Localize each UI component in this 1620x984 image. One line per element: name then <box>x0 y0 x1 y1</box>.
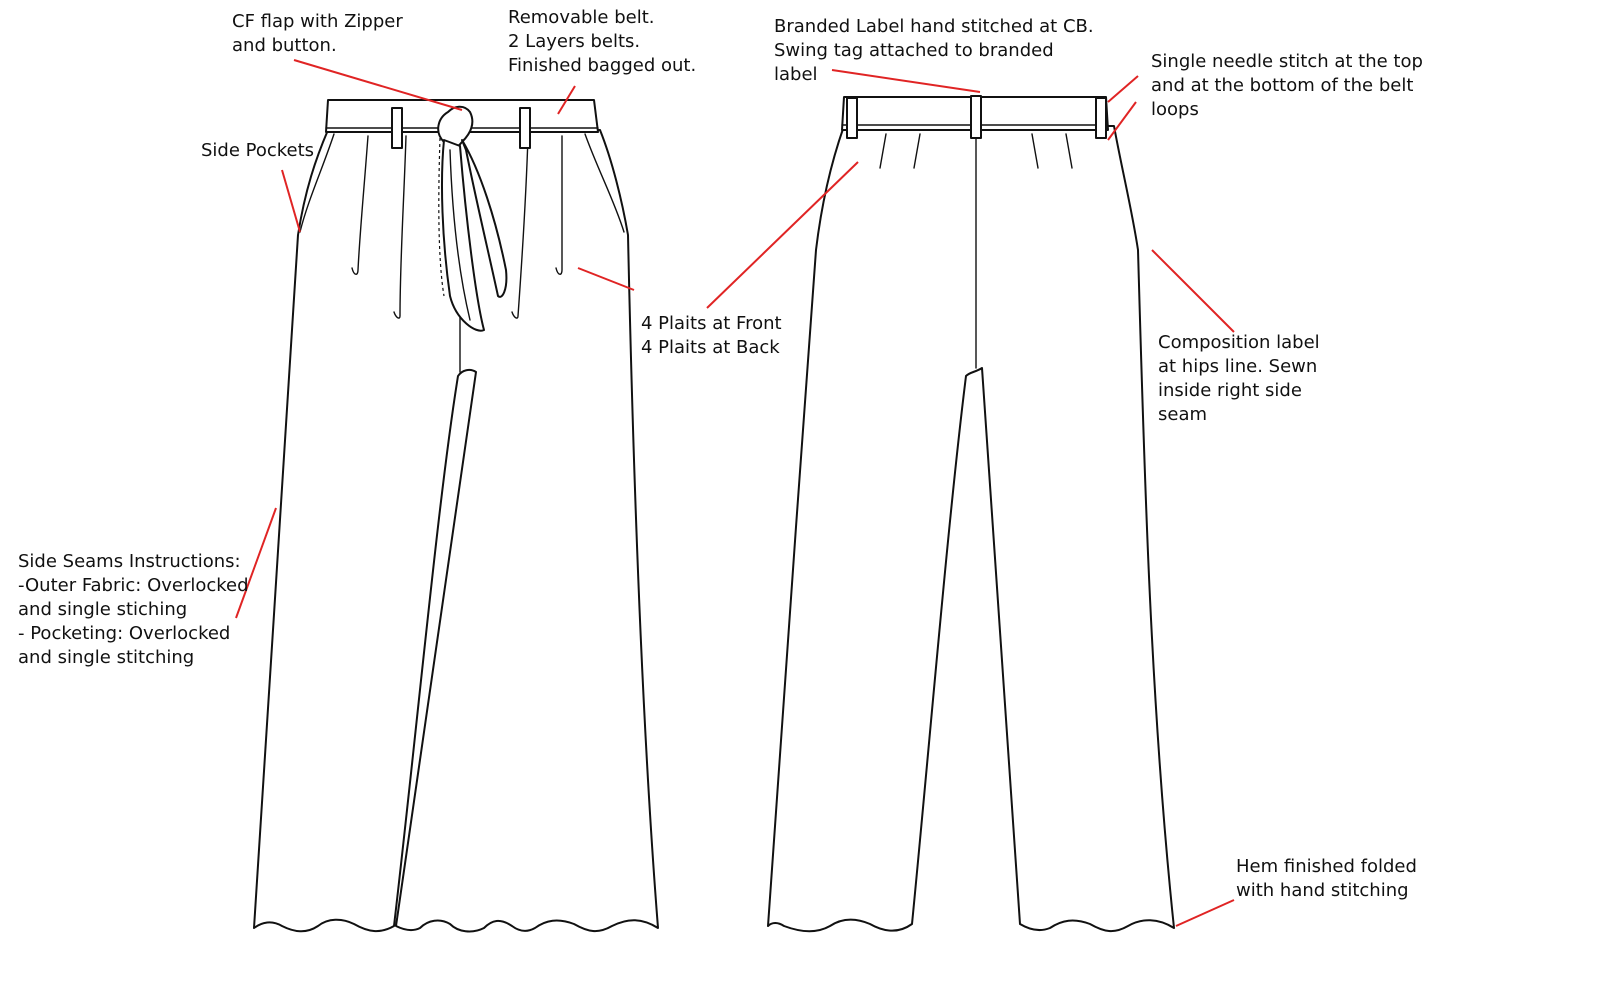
back-belt-loop-cb <box>970 95 982 139</box>
annotation-line: label <box>774 64 818 85</box>
leader-cf-flap <box>293 59 463 111</box>
annotation-line: CF flap with Zipper <box>232 11 403 32</box>
annotation-line: and at the bottom of the belt <box>1151 75 1414 96</box>
annotation-branded-label: Branded Label hand stitched at CB. Swing… <box>774 15 1094 87</box>
annotation-side-seams: Side Seams Instructions: -Outer Fabric: … <box>18 550 249 670</box>
annotation-hem: Hem finished folded with hand stitching <box>1236 855 1417 903</box>
front-belt-loop <box>391 107 403 149</box>
annotation-line: and button. <box>232 35 337 56</box>
annotation-line: Removable belt. <box>508 7 655 28</box>
annotation-single-needle: Single needle stitch at the top and at t… <box>1151 50 1423 122</box>
annotation-line: and single stiching <box>18 599 188 620</box>
annotation-line: - Pocketing: Overlocked <box>18 623 231 644</box>
leader-needle-bottom <box>1107 101 1137 141</box>
annotation-line: 2 Layers belts. <box>508 31 641 52</box>
left-pocket-line <box>299 133 335 233</box>
annotation-plaits: 4 Plaits at Front 4 Plaits at Back <box>641 312 782 360</box>
belt-tail-left <box>441 139 485 332</box>
annotation-line: Side Seams Instructions: <box>18 551 241 572</box>
annotation-line: Side Pockets <box>201 140 315 161</box>
belt-tail-right <box>461 139 508 298</box>
annotation-line: inside right side <box>1158 380 1302 401</box>
annotation-line: Single needle stitch at the top <box>1151 51 1423 72</box>
leader-hem <box>1175 899 1235 927</box>
annotation-line: Branded Label hand stitched at CB. <box>774 16 1094 37</box>
leader-branded-label <box>831 69 981 93</box>
back-belt-loop <box>1095 97 1107 139</box>
leader-back-plaits <box>706 161 859 309</box>
annotation-line: at hips line. Sewn <box>1158 356 1318 377</box>
front-trousers <box>253 99 659 933</box>
front-belt-loop <box>519 107 531 149</box>
annotation-line: with hand stitching <box>1236 880 1409 901</box>
annotation-line: 4 Plaits at Front <box>641 313 782 334</box>
annotation-belt: Removable belt. 2 Layers belts. Finished… <box>508 6 696 78</box>
annotation-line: Hem finished folded <box>1236 856 1417 877</box>
leader-belt <box>557 85 576 115</box>
leader-side-pockets <box>281 169 301 233</box>
leader-composition <box>1151 249 1235 333</box>
annotation-line: loops <box>1151 99 1199 120</box>
leader-lines <box>235 59 1235 927</box>
annotation-line: Finished bagged out. <box>508 55 697 76</box>
back-trouser-body <box>767 125 1175 933</box>
annotation-cf-flap: CF flap with Zipper and button. <box>232 10 403 58</box>
back-trousers <box>767 95 1175 933</box>
annotation-line: 4 Plaits at Back <box>641 337 780 358</box>
annotation-line: Swing tag attached to branded <box>774 40 1054 61</box>
annotation-composition: Composition label at hips line. Sewn ins… <box>1158 331 1320 427</box>
annotation-line: seam <box>1158 404 1208 425</box>
annotation-line: Composition label <box>1158 332 1320 353</box>
back-belt-loop <box>846 97 858 139</box>
annotation-side-pockets: Side Pockets <box>201 139 314 163</box>
right-pocket-line <box>584 133 625 233</box>
front-trouser-body <box>253 129 659 933</box>
annotation-line: -Outer Fabric: Overlocked <box>18 575 249 596</box>
annotation-line: and single stitching <box>18 647 195 668</box>
leader-side-seams <box>235 507 277 619</box>
leader-front-plaits <box>577 267 635 291</box>
leader-needle-top <box>1107 75 1139 103</box>
